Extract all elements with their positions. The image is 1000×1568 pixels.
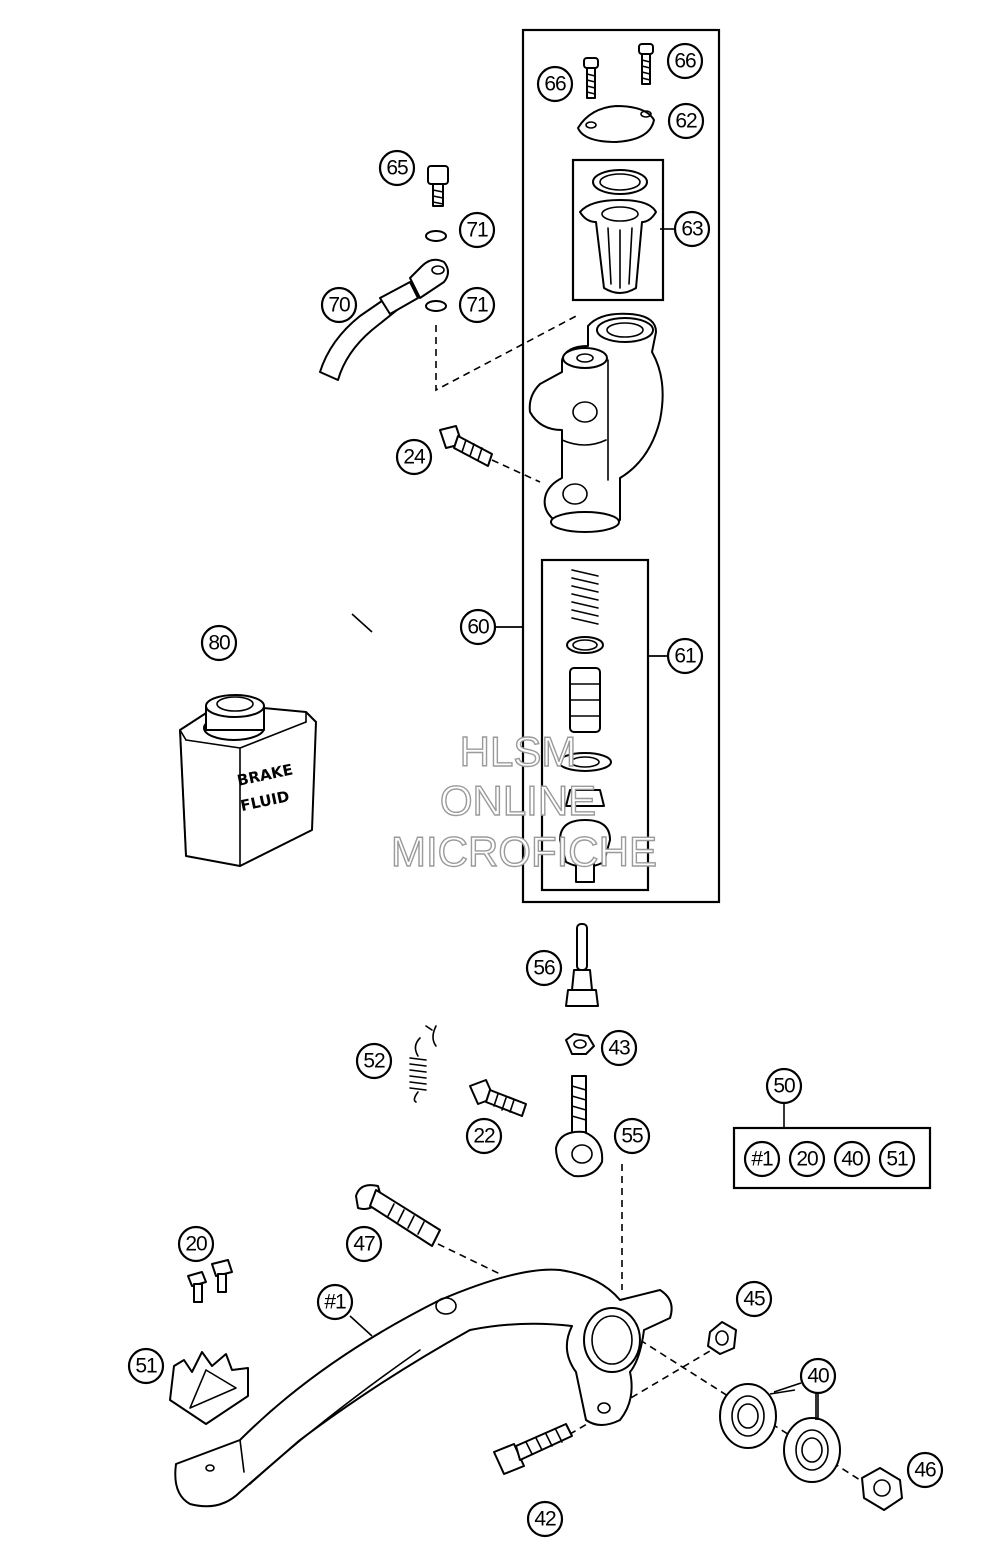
master-cylinder-frame [521, 28, 721, 904]
svg-text:20: 20 [185, 1233, 207, 1256]
callout-63: 63 [673, 210, 711, 248]
kit-box-50 [732, 1102, 932, 1190]
callout-71a: 71 [458, 211, 496, 249]
callout-42: 42 [526, 1500, 564, 1538]
brake-hose-part-70 [319, 258, 449, 381]
screws-part-20 [187, 1259, 233, 1303]
svg-text:50: 50 [773, 1075, 795, 1098]
svg-text:20: 20 [796, 1148, 818, 1171]
screw-part-66b [638, 43, 654, 85]
spring-part-52 [409, 1025, 437, 1103]
callout-24: 24 [395, 438, 433, 476]
bearing-part-40b [783, 1417, 841, 1483]
callout-1: #1 [316, 1283, 354, 1321]
svg-text:#1: #1 [751, 1148, 773, 1171]
callout-80: 80 [200, 624, 238, 662]
svg-text:52: 52 [363, 1050, 385, 1073]
svg-text:40: 40 [841, 1148, 863, 1171]
hose-guide-line [435, 313, 581, 392]
svg-text:60: 60 [467, 616, 489, 639]
callout-20: 20 [177, 1225, 215, 1263]
brake-fluid-bottle-part-80: BRAKE FLUID [179, 694, 317, 867]
svg-text:55: 55 [621, 1125, 643, 1148]
svg-text:24: 24 [403, 446, 426, 469]
svg-text:66: 66 [544, 73, 566, 96]
kit-item-1: #1 [743, 1140, 781, 1178]
callout-22: 22 [465, 1117, 503, 1155]
guide-line-47 [437, 1243, 501, 1275]
svg-text:51: 51 [886, 1148, 908, 1171]
brake-pedal-part-1 [174, 1268, 673, 1508]
svg-text:42: 42 [534, 1508, 556, 1531]
callout-43: 43 [600, 1029, 638, 1067]
washer-part-71b [425, 300, 447, 312]
svg-text:46: 46 [914, 1459, 936, 1482]
svg-text:#1: #1 [324, 1291, 346, 1314]
pedal-tip-part-51 [169, 1351, 249, 1425]
watermark-line3: MICROFICHE [391, 828, 657, 875]
kit-item-40: 40 [833, 1140, 871, 1178]
svg-text:62: 62 [675, 110, 697, 133]
svg-text:70: 70 [328, 294, 350, 317]
svg-text:71: 71 [466, 294, 488, 317]
svg-text:66: 66 [674, 50, 696, 73]
callout-71b: 71 [458, 286, 496, 324]
bearing-part-40a [719, 1383, 777, 1449]
master-cylinder-body [528, 312, 664, 533]
callout-70: 70 [320, 286, 358, 324]
svg-text:56: 56 [533, 957, 555, 980]
reservoir-kit-frame [571, 158, 665, 302]
nut-part-45 [707, 1321, 737, 1355]
callout-46: 46 [906, 1451, 944, 1489]
svg-text:43: 43 [608, 1037, 630, 1060]
bolt-part-24 [439, 425, 493, 467]
banjo-bolt-part-65 [427, 165, 449, 207]
callout-66b: 66 [666, 42, 704, 80]
svg-text:71: 71 [466, 219, 488, 242]
svg-text:65: 65 [386, 157, 408, 180]
bolt-guide-line-24 [491, 459, 541, 483]
callout-65: 65 [378, 149, 416, 187]
push-rod-part-56 [565, 923, 599, 1007]
kit-item-51: 51 [878, 1140, 916, 1178]
svg-text:80: 80 [208, 632, 230, 655]
callout-leaders [349, 228, 819, 1420]
svg-text:61: 61 [674, 645, 696, 668]
callout-66a: 66 [536, 65, 574, 103]
callout-55: 55 [613, 1117, 651, 1155]
svg-text:22: 22 [473, 1125, 495, 1148]
callout-45: 45 [735, 1280, 773, 1318]
svg-text:40: 40 [807, 1365, 829, 1388]
callout-47: 47 [345, 1225, 383, 1263]
svg-text:47: 47 [353, 1233, 375, 1256]
svg-text:51: 51 [135, 1355, 157, 1378]
bolt-part-42 [493, 1423, 573, 1475]
watermark-line2: ONLINE [440, 777, 596, 824]
callout-40: 40 [799, 1357, 837, 1395]
nut-part-43 [565, 1033, 595, 1055]
callout-50: 50 [765, 1067, 803, 1105]
piston-kit-part-61 [558, 569, 612, 883]
reservoir-part-63 [579, 169, 657, 294]
callout-56: 56 [525, 949, 563, 987]
callout-60: 60 [459, 608, 497, 646]
kit-item-20: 20 [788, 1140, 826, 1178]
callout-61: 61 [666, 637, 704, 675]
watermark: HLSM ONLINE MICROFICHE [390, 727, 657, 875]
callout-51: 51 [127, 1347, 165, 1385]
svg-text:45: 45 [743, 1288, 765, 1311]
svg-text:63: 63 [681, 218, 703, 241]
bolt-part-22 [469, 1079, 527, 1117]
reservoir-cap-part-62 [577, 105, 655, 143]
callout-52: 52 [355, 1042, 393, 1080]
washer-part-71a [425, 230, 447, 242]
callout-62: 62 [667, 102, 705, 140]
pivot-bolt-part-47 [355, 1184, 441, 1247]
clevis-part-55 [555, 1075, 604, 1178]
watermark-line1: HLSM [460, 728, 577, 775]
nut-part-46 [861, 1467, 903, 1511]
screw-part-66a [583, 57, 599, 99]
piston-kit-frame [540, 558, 650, 892]
